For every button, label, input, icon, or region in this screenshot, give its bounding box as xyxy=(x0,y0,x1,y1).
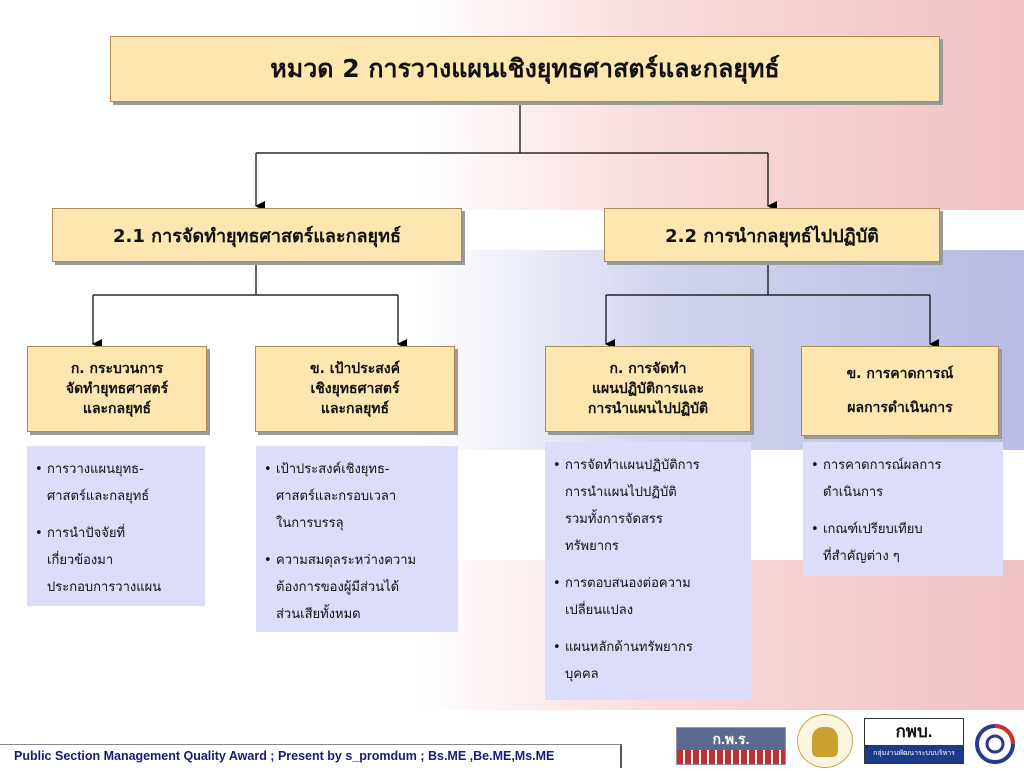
kpb-logo: กพบ. กลุ่มงานพัฒนาระบบบริหาร xyxy=(864,718,964,764)
list-item: การคาดการณ์ผลการ ดำเนินการ xyxy=(811,452,995,506)
seal-emblem-icon xyxy=(812,727,838,757)
box-2-1-label: 2.1 การจัดทำยุทธศาสตร์และกลยุทธ์ xyxy=(113,225,401,247)
box-2-2: 2.2 การนำกลยุทธ์ไปปฏิบัติ xyxy=(604,208,940,262)
list-item: การตอบสนองต่อความ เปลี่ยนแปลง xyxy=(553,570,743,624)
box-2-2-b: ข. การคาดการณ์ ผลการดำเนินการ xyxy=(801,346,999,436)
footer-text: Public Section Management Quality Award … xyxy=(14,749,555,763)
box-2-1-b-line2: เชิงยุทธศาสตร์ xyxy=(310,381,400,397)
list-item: ความสมดุลระหว่างความ ต้องการของผู้มีส่วน… xyxy=(264,547,450,628)
list-item: การวางแผนยุทธ- ศาสตร์และกลยุทธ์ xyxy=(35,456,197,510)
box-2-2-b-line2: ผลการดำเนินการ xyxy=(847,400,953,416)
box-2-1-a: ก. กระบวนการ จัดทำยุทธศาสตร์ และกลยุทธ์ xyxy=(27,346,207,432)
box-2-2-b-line1: ข. การคาดการณ์ xyxy=(846,366,954,382)
ministry-seal-logo xyxy=(797,714,853,768)
box-2-2-label: 2.2 การนำกลยุทธ์ไปปฏิบัติ xyxy=(665,225,879,247)
kpb-logo-sub: กลุ่มงานพัฒนาระบบบริหาร xyxy=(865,745,963,763)
box-2-1-a-line3: และกลยุทธ์ xyxy=(82,401,152,417)
title-box: หมวด 2 การวางแผนเชิงยุทธศาสตร์และกลยุทธ์ xyxy=(110,36,940,102)
footer-bar: Public Section Management Quality Award … xyxy=(0,744,622,768)
opdc-logo-stripe xyxy=(677,750,785,764)
box-2-1-b: ข. เป้าประสงค์ เชิงยุทธศาสตร์ และกลยุทธ์ xyxy=(255,346,455,432)
box-2-1-a-line2: จัดทำยุทธศาสตร์ xyxy=(65,381,169,397)
list-item: การนำปัจจัยที่ เกี่ยวข้องมา ประกอบการวาง… xyxy=(35,520,197,601)
box-2-1-a-line1: ก. กระบวนการ xyxy=(70,361,164,377)
box-2-2-a: ก. การจัดทำ แผนปฏิบัติการและ การนำแผนไปป… xyxy=(545,346,751,432)
title-text: หมวด 2 การวางแผนเชิงยุทธศาสตร์และกลยุทธ์ xyxy=(270,54,780,83)
list-item: เกณฑ์เปรียบเทียบ ที่สำคัญต่าง ๆ xyxy=(811,516,995,570)
opdc-logo: ก.พ.ร. xyxy=(676,727,786,765)
opdc-logo-label: ก.พ.ร. xyxy=(677,728,785,750)
box-2-2-a-line2: แผนปฏิบัติการและ xyxy=(591,381,705,397)
kpb-logo-label: กพบ. xyxy=(895,722,933,741)
list-2-2-b: การคาดการณ์ผลการ ดำเนินการ เกณฑ์เปรียบเท… xyxy=(803,442,1003,576)
box-2-2-a-line3: การนำแผนไปปฏิบัติ xyxy=(587,401,709,417)
box-2-1-b-line3: และกลยุทธ์ xyxy=(320,401,390,417)
list-item: เป้าประสงค์เชิงยุทธ- ศาสตร์และกรอบเวลา ใ… xyxy=(264,456,450,537)
list-2-2-a: การจัดทำแผนปฏิบัติการ การนำแผนไปปฏิบัติ … xyxy=(545,442,751,700)
box-2-1: 2.1 การจัดทำยุทธศาสตร์และกลยุทธ์ xyxy=(52,208,462,262)
list-item: แผนหลักด้านทรัพยากร บุคคล xyxy=(553,634,743,688)
box-2-2-a-line1: ก. การจัดทำ xyxy=(609,361,687,377)
list-2-1-a: การวางแผนยุทธ- ศาสตร์และกลยุทธ์ การนำปัจ… xyxy=(27,446,205,606)
circle-emblem-icon xyxy=(975,724,1015,764)
background-red-stripe-top xyxy=(420,0,1024,210)
box-2-1-b-line1: ข. เป้าประสงค์ xyxy=(310,361,400,377)
circle-emblem-logo xyxy=(972,722,1018,766)
list-2-1-b: เป้าประสงค์เชิงยุทธ- ศาสตร์และกรอบเวลา ใ… xyxy=(256,446,458,632)
list-item: การจัดทำแผนปฏิบัติการ การนำแผนไปปฏิบัติ … xyxy=(553,452,743,560)
